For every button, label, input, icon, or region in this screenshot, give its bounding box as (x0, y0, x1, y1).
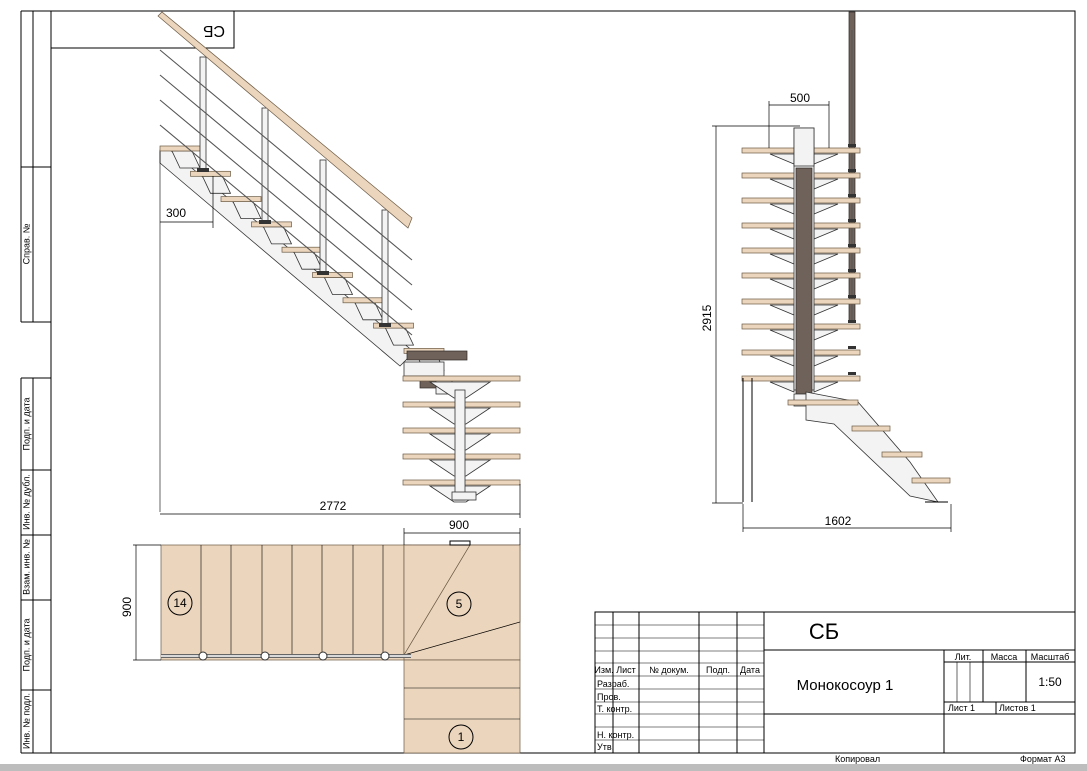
step-5-label: 5 (456, 597, 463, 611)
title-block: СБ Монокосоур 1 Изм. Лист № докум. Подп.… (594, 611, 1076, 754)
title-doc-code: СБ (809, 619, 839, 644)
step-14-label: 14 (173, 596, 187, 610)
baluster-base (317, 271, 329, 275)
col-izm: Изм. (594, 665, 613, 675)
plan-lower-flight (403, 659, 521, 754)
step-1-marker (448, 724, 474, 750)
baluster (261, 107, 269, 223)
tread (251, 221, 292, 228)
baluster-base (259, 220, 271, 224)
label-vzam-inv: Взам. инв. № (21, 539, 31, 595)
plan-post (380, 651, 390, 661)
handrail (157, 11, 413, 229)
side-view-staircase: 500 2915 1602 (700, 11, 952, 532)
step-1-label: 1 (458, 730, 465, 744)
plan-post (318, 651, 328, 661)
tread (190, 170, 231, 177)
header-lit: Лит. (955, 652, 972, 662)
drawing-frame (50, 10, 1076, 754)
balusters (197, 56, 391, 327)
label-inv-podl: Инв. № подл. (21, 693, 31, 749)
footer-copied: Копировал (835, 754, 880, 764)
row-t-kontr: Т. контр. (597, 704, 632, 714)
corner-stamp-text: СБ (203, 22, 225, 39)
tread (220, 196, 262, 202)
tread (373, 322, 414, 329)
label-sprav-no: Справ. № (21, 223, 31, 264)
plan-view: 14 5 1 900 900 (120, 518, 521, 754)
side-lower-stringer (805, 391, 939, 503)
corner-stamp: СБ (50, 10, 235, 49)
landing-plate (406, 350, 468, 361)
dim-stringer-width: 500 (790, 91, 810, 105)
window-bottom-edge (0, 764, 1087, 771)
row-razrab: Разраб. (597, 679, 629, 689)
label-podp-data-2: Подп. и дата (21, 618, 31, 671)
step-5-marker (446, 591, 472, 617)
horizontal-rails (159, 49, 413, 336)
baluster (199, 56, 207, 171)
sheet-number: Лист 1 (948, 703, 975, 713)
tread (281, 246, 323, 253)
dim-total-height: 2915 (700, 304, 714, 331)
lower-flight (402, 375, 521, 503)
step-14-marker (167, 590, 193, 616)
row-prov: Пров. (597, 692, 621, 702)
lower-tread (402, 375, 521, 382)
front-view-staircase: 300 2772 (157, 11, 521, 518)
dim-tread-depth: 300 (166, 206, 186, 220)
title-name: Монокосоур 1 (797, 677, 894, 694)
central-stringer (795, 167, 813, 395)
baluster (381, 209, 389, 326)
baluster (319, 159, 327, 274)
footer-format: Формат А3 (1020, 754, 1065, 764)
scale-value: 1:50 (1038, 675, 1062, 689)
col-data: Дата (740, 665, 760, 675)
dim-side-length: 1602 (825, 514, 852, 528)
dim-total-length: 2772 (320, 499, 347, 513)
left-side-strip: Справ. № Подп. и дата Инв. № дубл. Взам.… (20, 10, 51, 754)
tread (159, 145, 201, 152)
label-inv-dubl: Инв. № дубл. (21, 474, 31, 530)
tread (312, 272, 353, 278)
tread (342, 297, 384, 304)
header-massa: Масса (991, 652, 1018, 662)
label-podp-data-1: Подп. и дата (21, 397, 31, 450)
landing-frame (403, 361, 445, 377)
col-dokum: № докум. (649, 665, 689, 675)
baluster-base (197, 168, 209, 172)
header-masshtab: Масштаб (1031, 652, 1070, 662)
plan-upper-flight (160, 544, 412, 661)
row-utv: Утв. (597, 742, 614, 752)
plan-post (260, 651, 270, 661)
plan-tread-lines (200, 545, 384, 655)
plan-post (198, 651, 208, 661)
row-n-kontr: Н. контр. (597, 730, 634, 740)
baluster-base (379, 323, 391, 327)
col-podp: Подп. (706, 665, 730, 675)
col-list: Лист (616, 665, 636, 675)
dim-plan-width: 900 (449, 518, 469, 532)
dim-landing-width: 900 (120, 597, 134, 617)
sheets-count: Листов 1 (999, 703, 1036, 713)
